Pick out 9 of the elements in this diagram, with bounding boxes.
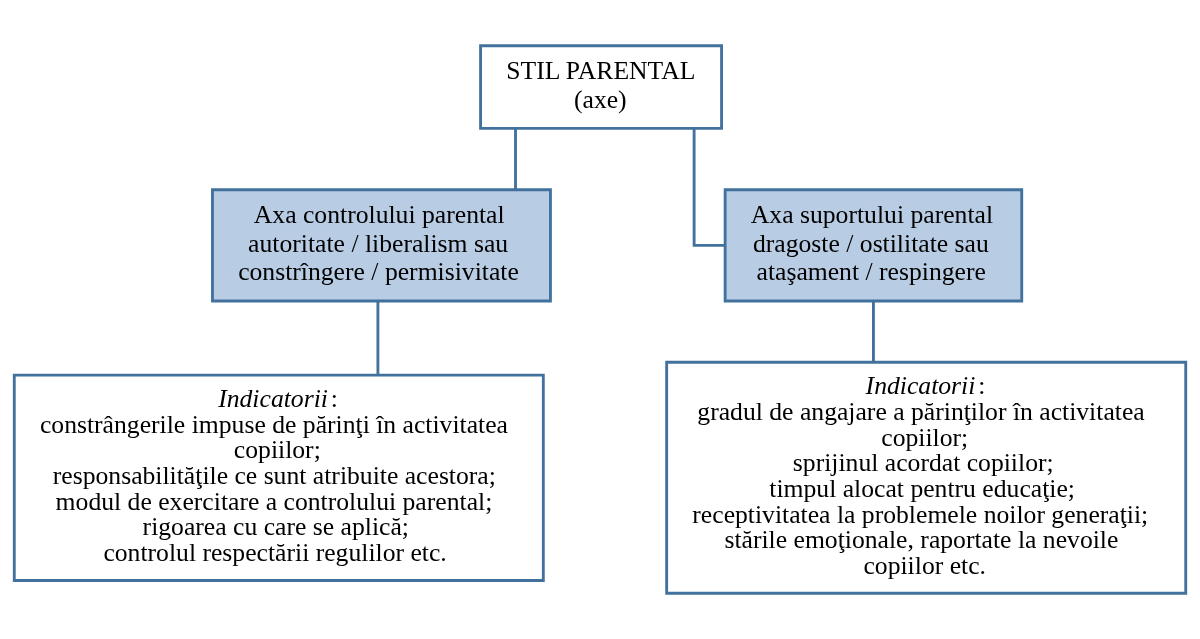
node-box: Indicatorii: gradul de angajare a părinţilor în activitatea copiilor; sprijinul acordat copiilor; timpul alocat pentru educaţie; receptivitatea la problemele noilor generaţii; stările emoţionale, raportate la nevoile copiilor etc. — [665, 360, 1188, 595]
connector — [692, 128, 725, 247]
node-box: STIL PARENTAL (axe) — [479, 44, 723, 130]
connector — [376, 301, 380, 375]
node-box: Axa controlului parental autoritate / liberalism sau constrîngere / permisivitate — [211, 188, 552, 303]
node-box: Indicatorii: constrângerile impuse de părinţi în activitatea copiilor; responsabilităţile ce sunt atribuite acestora; modul de exercitare a controlului parental; rigoarea cu care se aplică; controlul respectării regulilor etc. — [12, 373, 545, 582]
connector — [514, 128, 517, 190]
node-box: Axa suportului parental dragoste / ostilitate sau ataşament / respingere — [723, 188, 1024, 303]
connector — [872, 301, 875, 362]
